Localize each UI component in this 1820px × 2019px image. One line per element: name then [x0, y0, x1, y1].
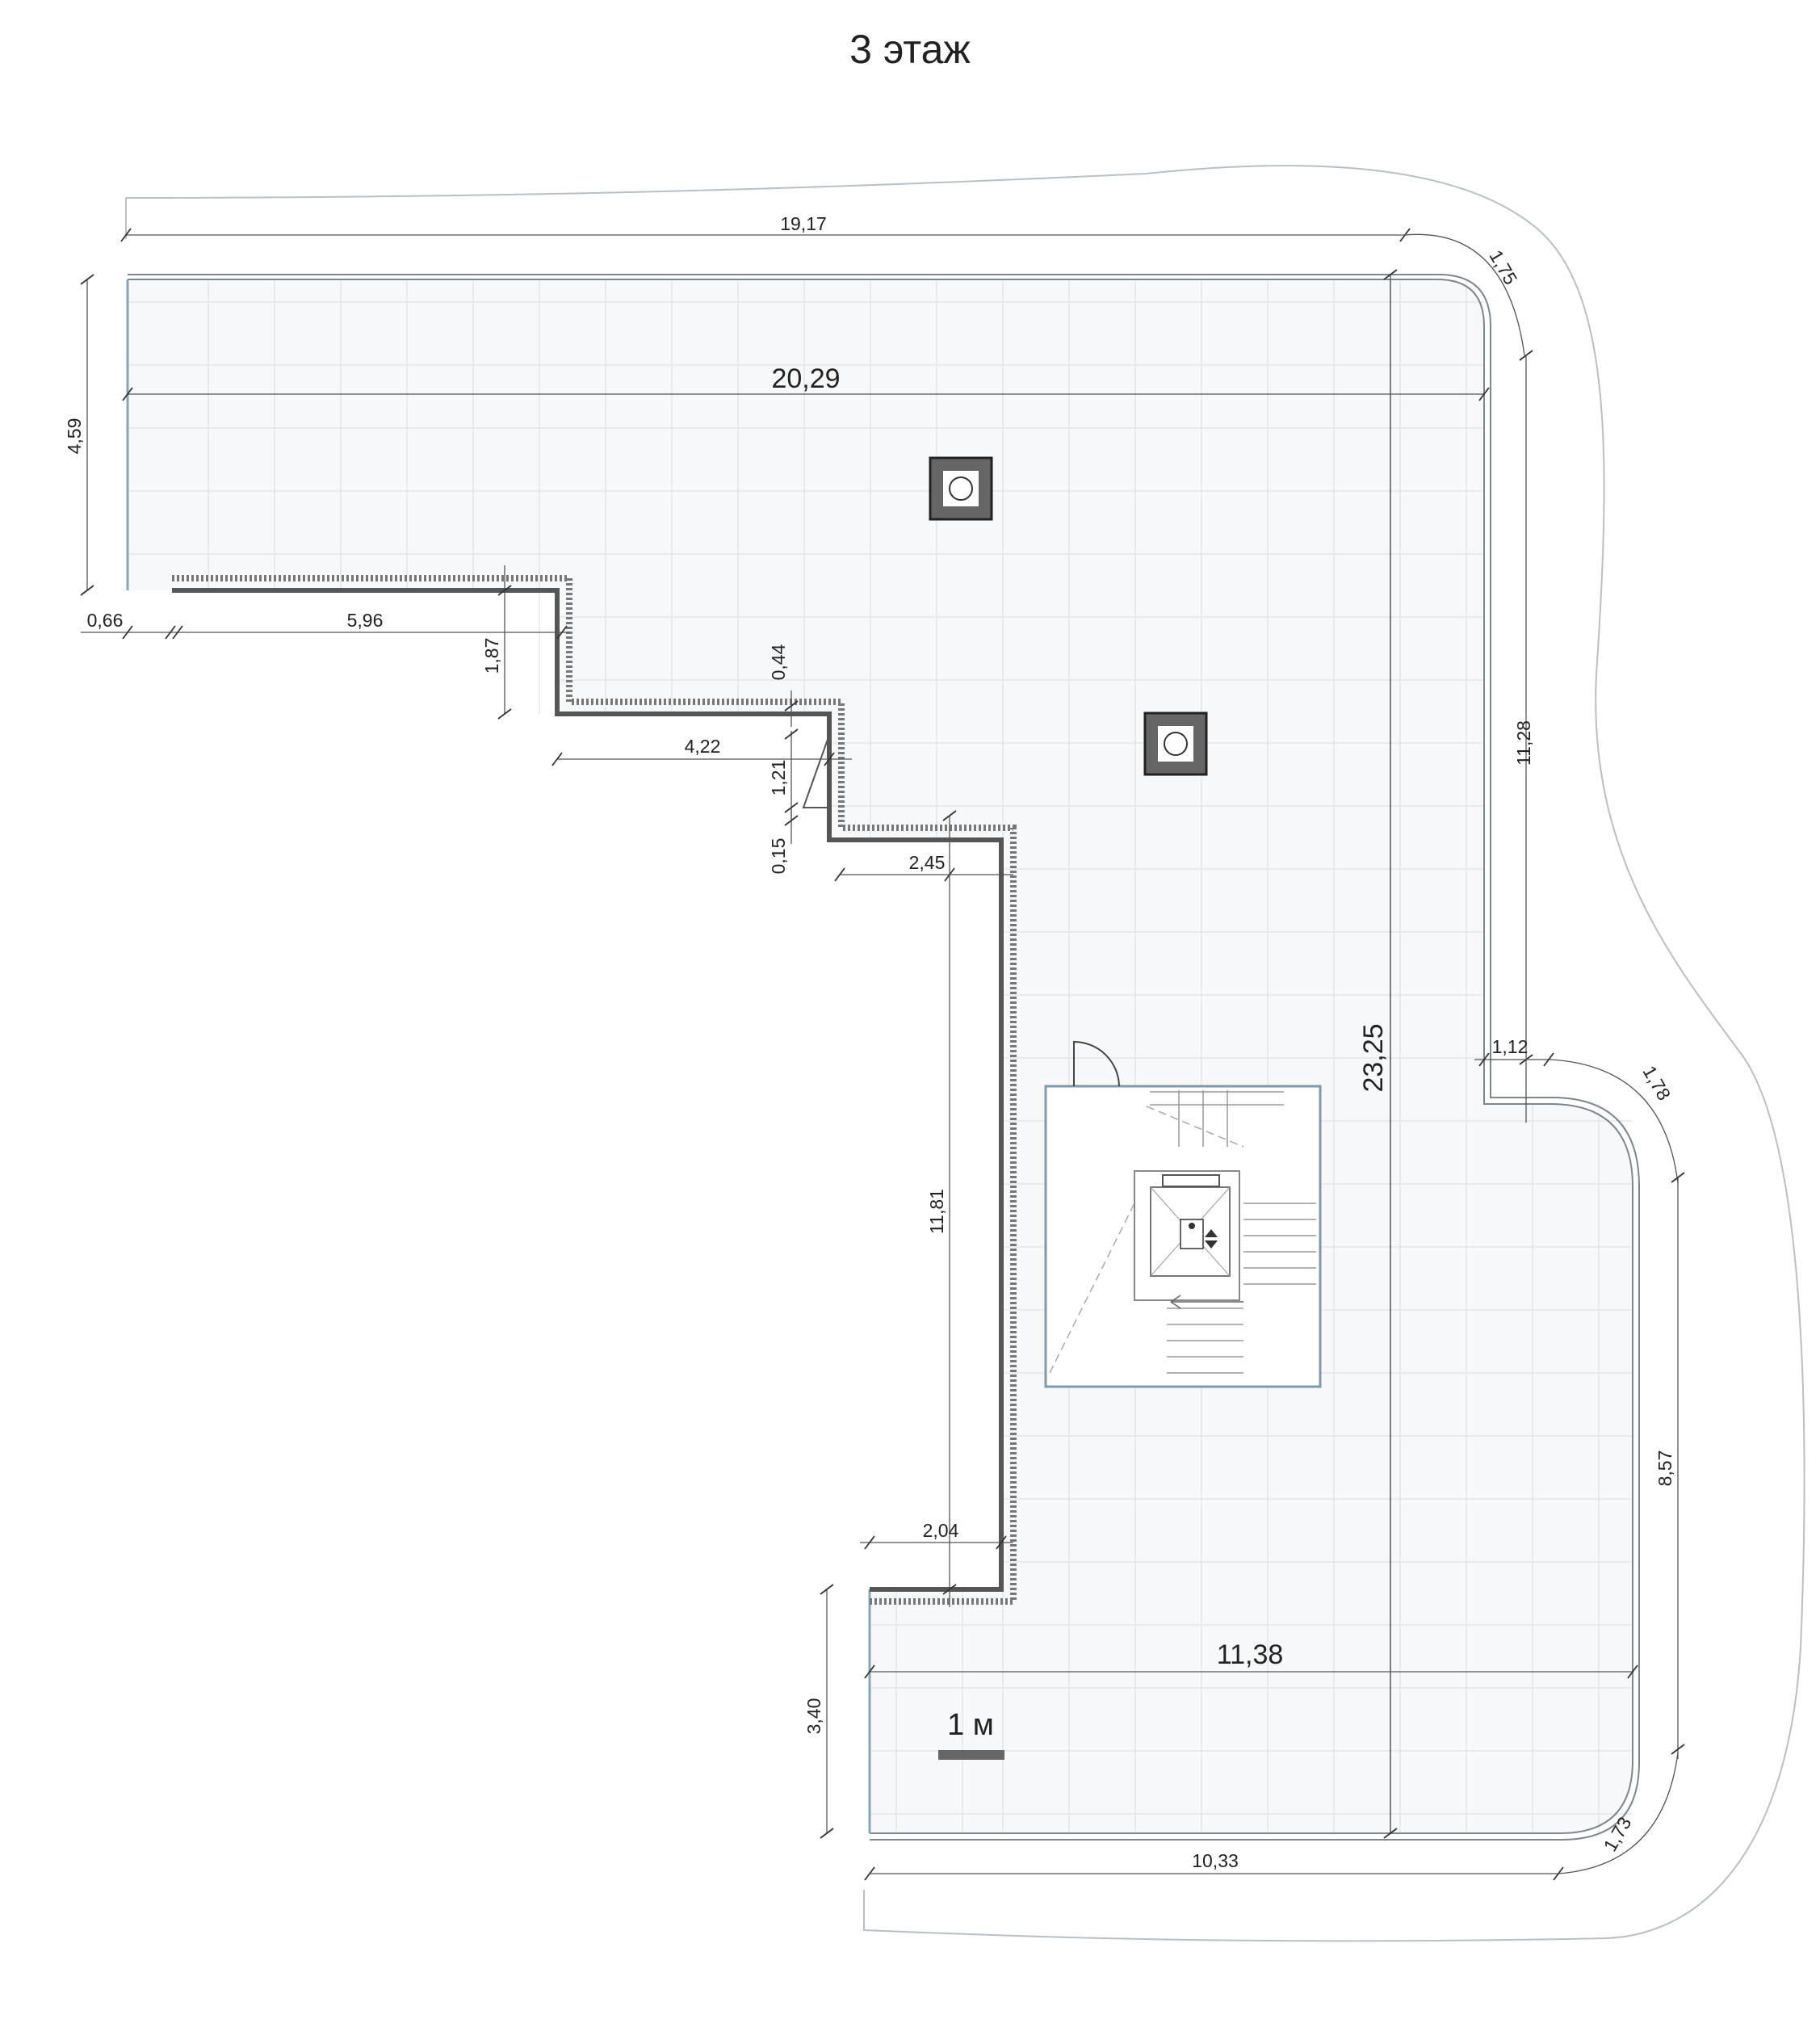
dimension-label: 19,17 [780, 213, 827, 234]
dimension-line [80, 274, 94, 596]
dimension-label: 20,29 [771, 363, 840, 394]
terrace-floor [128, 279, 1633, 1833]
dimension-line [784, 690, 799, 727]
dimension-label: 8,57 [1654, 1450, 1675, 1487]
dimension-line [942, 810, 957, 1607]
dimension-line [551, 752, 852, 766]
dimension-label: 11,81 [926, 1189, 947, 1234]
parapet-wall [128, 279, 1633, 1834]
dimension-label: 3,40 [803, 1698, 824, 1735]
dimension-label: 11,38 [1217, 1639, 1284, 1670]
door-swing [802, 734, 830, 808]
scale-bar-label: 1 м [947, 1708, 994, 1742]
dimension-line [864, 1752, 1679, 1881]
dimension-label: 1,12 [1492, 1036, 1529, 1057]
dimension-label: 1,75 [1485, 246, 1521, 288]
dimension-label: 0,15 [768, 838, 789, 875]
dimension-label: 2,45 [909, 852, 946, 873]
dimension-line [1671, 1172, 1685, 1759]
floor-title: 3 этаж [849, 27, 971, 72]
dimension-label: 23,25 [1358, 1023, 1389, 1092]
dimension-label: 5,96 [347, 610, 384, 631]
dimension-line [820, 1584, 834, 1839]
dimension-line [864, 1664, 1638, 1679]
dimension-line [497, 565, 512, 720]
dimension-label: 4,22 [685, 736, 721, 757]
dimension-label: 1,78 [1638, 1062, 1675, 1104]
dimension-line [860, 1535, 1013, 1550]
stair-elevator-core [1044, 1040, 1322, 1388]
site-boundary [125, 165, 1805, 1942]
dimension-label: 0,44 [768, 644, 789, 680]
dimension-line [784, 808, 799, 844]
dimension-label: 2,04 [923, 1520, 959, 1541]
dimension-label: 1,87 [481, 638, 502, 674]
inner-stepped-wall [172, 588, 1004, 1592]
dimension-line [122, 387, 1490, 401]
dimension-label: 1,21 [768, 760, 789, 796]
dimension-label: 10,33 [1192, 1850, 1239, 1871]
dimension-line [1383, 269, 1398, 1839]
vent-shaft-2 [1143, 711, 1208, 776]
dimension-line [81, 625, 569, 640]
dimension-line [1474, 1052, 1679, 1184]
vent-shaft-1 [929, 456, 993, 521]
wall-hatch [172, 575, 1017, 1605]
dimension-label: 4,59 [64, 418, 85, 455]
dimension-label: 11,28 [1513, 720, 1534, 766]
parapet-wall-inner [128, 274, 1640, 1841]
scale-bar [938, 1750, 1004, 1760]
dimension-line [120, 228, 1525, 356]
dimension-label: 0,66 [87, 610, 124, 631]
floor-grid [128, 279, 1633, 1833]
